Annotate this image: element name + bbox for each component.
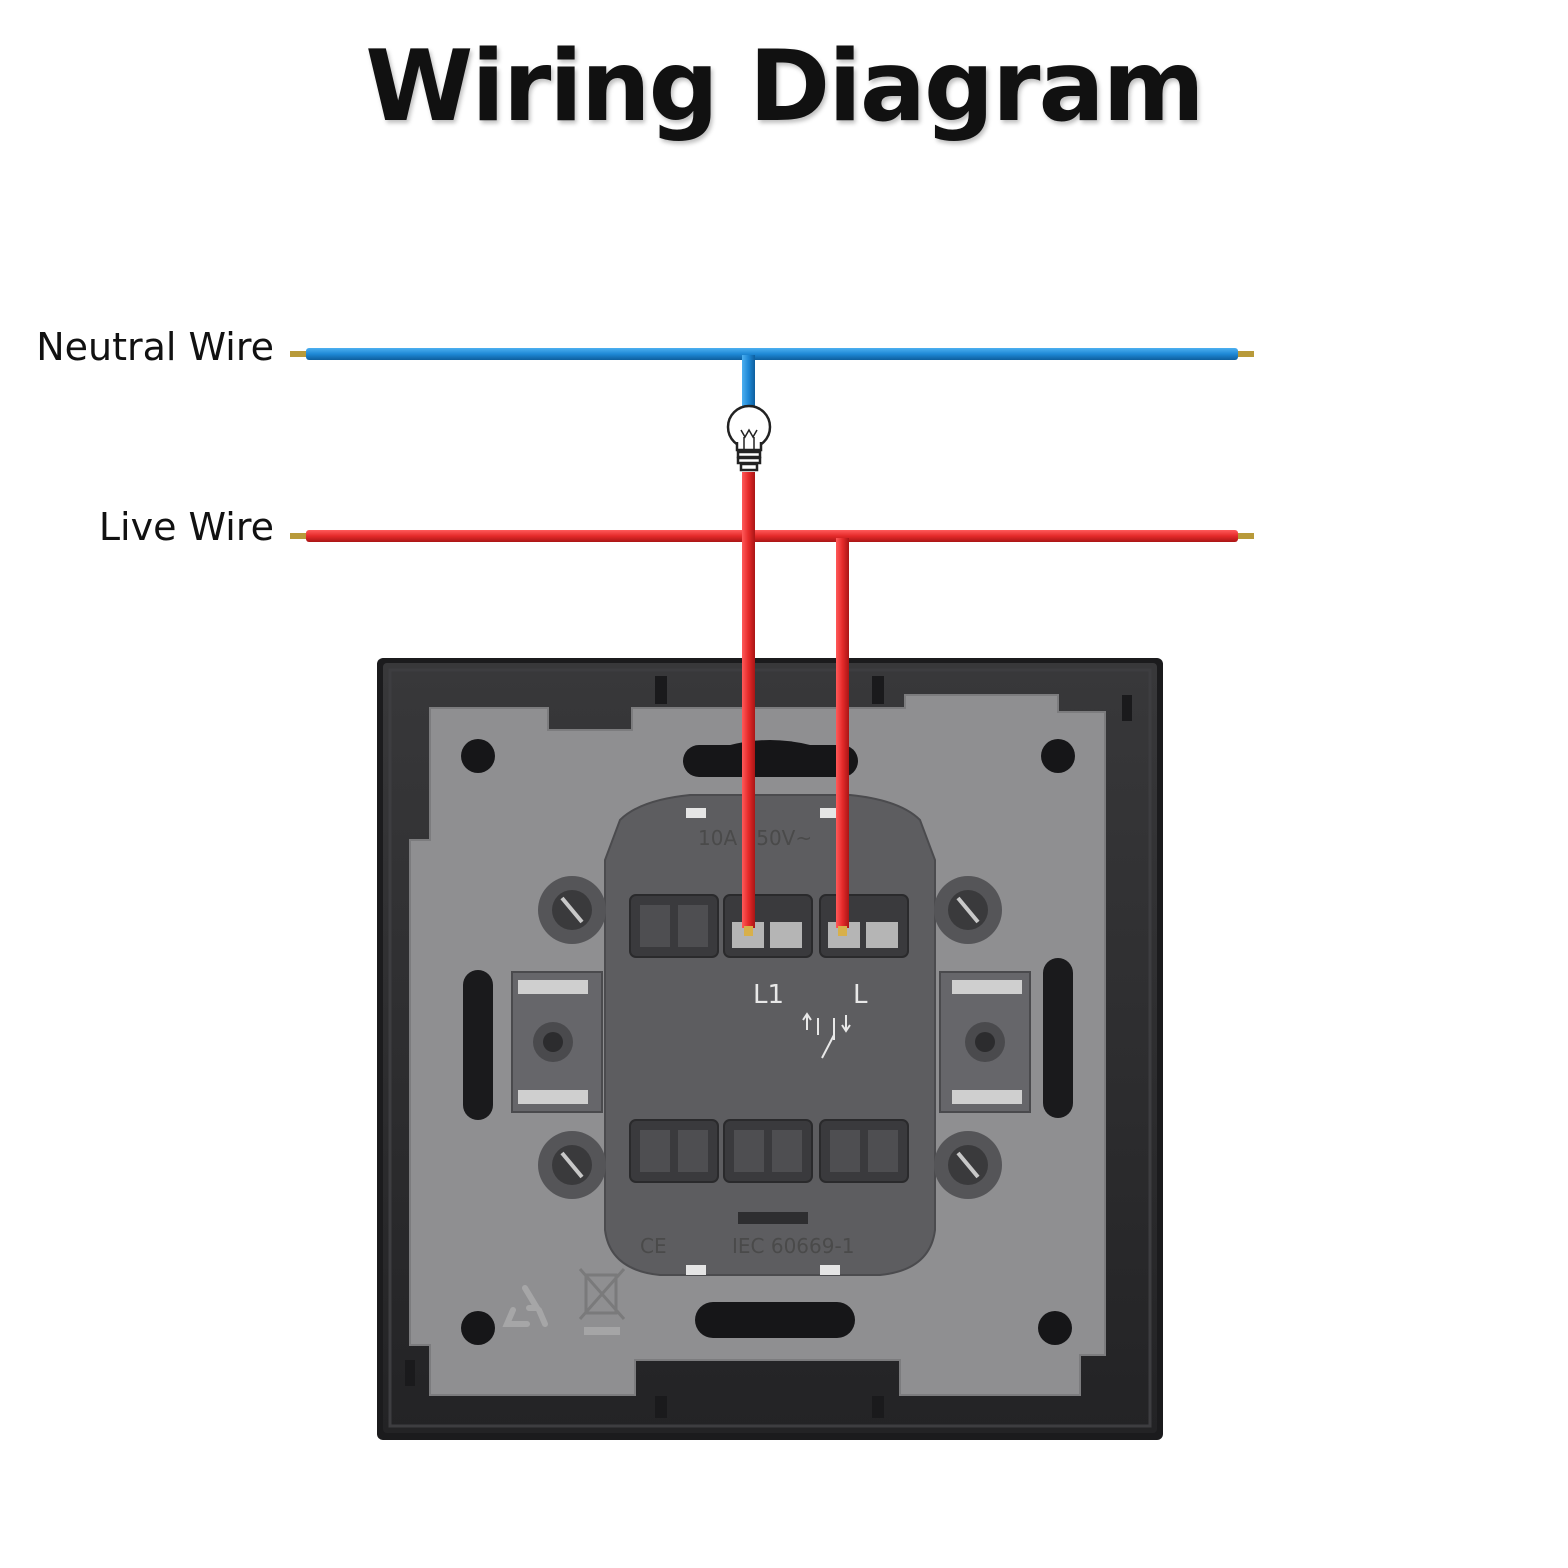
terminal-label-l: L xyxy=(853,980,868,1010)
neutral-wire-label: Neutral Wire xyxy=(36,325,274,369)
screw-hole xyxy=(1041,739,1075,773)
live-wire xyxy=(290,530,1254,542)
diagram-title: Wiring Diagram xyxy=(365,30,1204,144)
switch-module: 10A 250V~ IEC 60669-1 CE L1 L xyxy=(511,794,1031,1276)
terminal-label-l1: L1 xyxy=(753,980,784,1010)
recycle-icon xyxy=(502,1285,548,1327)
left-mounting-claw xyxy=(511,971,603,1113)
rating-text: 10A 250V~ xyxy=(698,826,812,850)
standard-text: IEC 60669-1 xyxy=(732,1234,854,1258)
switched-live-wire-l1 xyxy=(742,472,755,936)
weee-bin-icon xyxy=(578,1268,626,1335)
light-bulb-icon xyxy=(726,404,772,472)
screw-hole xyxy=(461,739,495,773)
screw-hole xyxy=(461,1311,495,1345)
neutral-wire xyxy=(290,348,1254,407)
ce-mark: CE xyxy=(640,1234,667,1258)
screw-hole xyxy=(1038,1311,1072,1345)
live-feed-wire-l xyxy=(836,538,849,936)
right-mounting-claw xyxy=(939,971,1031,1113)
switch-symbol-icon xyxy=(802,1012,851,1059)
live-wire-label: Live Wire xyxy=(98,505,274,549)
